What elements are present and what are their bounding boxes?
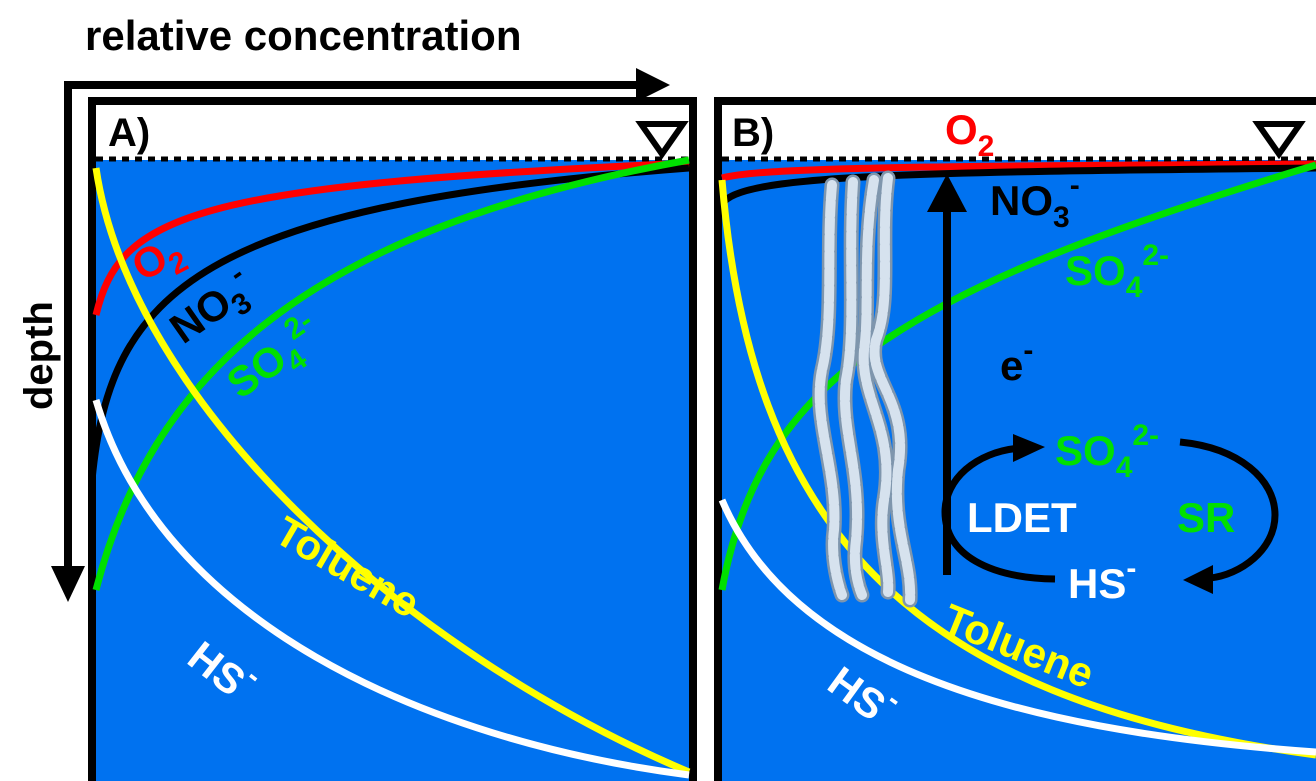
- no3-label: NO3-: [990, 169, 1080, 234]
- toluene-curve: [718, 179, 1316, 759]
- cycle-hs-label: HS-: [1068, 552, 1136, 607]
- no3-curve: [88, 164, 690, 481]
- hs-curve: [718, 498, 1316, 756]
- panel-label: A): [108, 111, 150, 155]
- x-axis-label: relative concentration: [85, 12, 521, 59]
- groundwater-area: [722, 160, 1316, 781]
- o2-curve: [721, 160, 1316, 182]
- panel-label: B): [732, 111, 774, 155]
- panel-b: B): [714, 97, 1316, 781]
- so4-curve: [92, 156, 690, 591]
- panel-a: A) O2 NO3- SO42- Toluene HS-: [88, 97, 697, 781]
- water-table-icon: [1252, 121, 1306, 160]
- so4-label: SO42-: [1065, 239, 1169, 304]
- cycle-arrowhead-top: [1013, 434, 1045, 462]
- x-axis-arrow: [51, 68, 670, 602]
- water-table-icon: [635, 121, 689, 160]
- electron-label: e-: [1000, 334, 1033, 389]
- cable-bacteria-filaments: [812, 170, 918, 608]
- cycle-arrowhead-bottom: [1183, 565, 1213, 594]
- sulfur-cycle-arrows: [941, 438, 1279, 583]
- sr-label: SR: [1177, 494, 1235, 541]
- cycle-so4-label: SO42-: [1055, 419, 1159, 484]
- toluene-curve: [92, 167, 691, 776]
- o2-label: O2: [945, 106, 994, 163]
- y-axis-label: depth: [17, 301, 61, 410]
- o2-curve: [92, 159, 690, 316]
- ldet-label: LDET: [967, 494, 1077, 541]
- hs-curve: [92, 399, 690, 779]
- groundwater-area: [96, 160, 689, 781]
